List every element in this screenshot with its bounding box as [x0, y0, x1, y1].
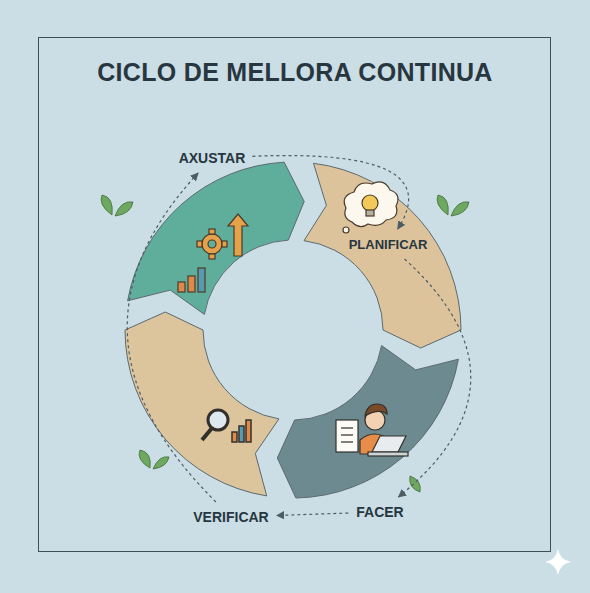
stage-name: FACER [356, 504, 403, 520]
dashed-connector [398, 259, 470, 497]
stage-label: FACER [353, 501, 406, 523]
cycle-segment [304, 163, 461, 348]
dashed-connector [277, 513, 349, 515]
diagram-title: CICLO DE MELLORA CONTINUA [0, 58, 590, 87]
stage-label: VERIFICAR [190, 506, 271, 528]
dashed-connector [127, 173, 216, 502]
sparkle-mark [545, 549, 571, 575]
cycle-segment [128, 162, 305, 314]
work-icon [336, 404, 408, 456]
idea-icon [343, 182, 398, 233]
leaf-decoration [101, 195, 469, 492]
stage-label: AXUSTAR [176, 147, 249, 169]
check-icon [202, 410, 251, 442]
stage-name: VERIFICAR [193, 509, 268, 525]
stage-name: AXUSTAR [179, 150, 246, 166]
stage-label: PLANIFICAR [346, 233, 431, 255]
cycle-segment [277, 346, 458, 498]
dashed-connector [252, 156, 408, 229]
improve-icon [178, 214, 248, 292]
stage-name: PLANIFICAR [349, 237, 428, 252]
cycle-segment [125, 312, 279, 496]
